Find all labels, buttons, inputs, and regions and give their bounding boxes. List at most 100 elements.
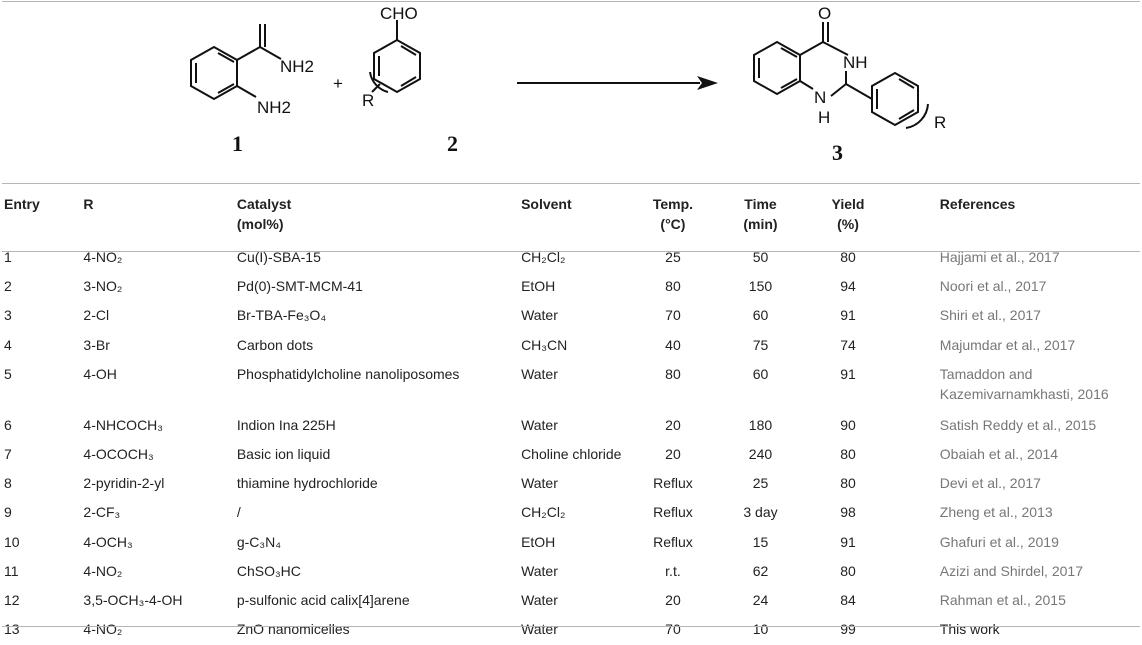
cell-temp: Reflux bbox=[653, 533, 693, 550]
cell-entry: 1 bbox=[4, 249, 12, 265]
cell-solvent: CH₂Cl₂ bbox=[521, 249, 566, 265]
cell-yield: 80 bbox=[840, 249, 856, 265]
cell-entry: 3 bbox=[4, 307, 12, 324]
cell-entry: 6 bbox=[4, 416, 12, 433]
cell-solvent: Water bbox=[521, 416, 558, 433]
top-rule bbox=[2, 1, 1140, 2]
cell-solvent: Water bbox=[521, 475, 558, 492]
c3-group-o: O bbox=[818, 4, 831, 23]
c1-group-nh2-bottom: NH2 bbox=[257, 98, 291, 117]
cell-time: 150 bbox=[748, 278, 773, 295]
header-solvent: Solvent bbox=[521, 196, 572, 212]
compound-1-structure bbox=[190, 24, 282, 101]
header-time: Time(min) bbox=[743, 196, 778, 232]
c3-group-n: N bbox=[814, 88, 826, 107]
cell-catalyst: Basic ion liquid bbox=[236, 445, 331, 462]
cell-r: 4-NO₂ bbox=[83, 249, 123, 265]
c3-group-nh: NH bbox=[843, 53, 868, 72]
cell-yield: 91 bbox=[840, 365, 856, 382]
compound-2-number: 2 bbox=[447, 131, 458, 156]
cell-time: 25 bbox=[752, 475, 769, 492]
cell-yield: 90 bbox=[840, 416, 856, 433]
cell-reference: Ghafuri et al., 2019 bbox=[939, 533, 1059, 550]
cell-reference: Shiri et al., 2017 bbox=[939, 307, 1041, 324]
cell-entry: 4 bbox=[4, 336, 12, 353]
cell-entry: 11 bbox=[4, 562, 19, 579]
cell-solvent: EtOH bbox=[521, 278, 556, 295]
cell-solvent: Water bbox=[521, 591, 558, 608]
cell-time: 15 bbox=[752, 533, 769, 550]
header-temp: Temp.(°C) bbox=[652, 196, 694, 232]
cell-entry: 9 bbox=[4, 504, 12, 521]
header-references: References bbox=[939, 196, 1016, 212]
cell-temp: 20 bbox=[665, 591, 681, 608]
cell-yield: 98 bbox=[840, 504, 856, 521]
cell-r: 2-pyridin-2-yl bbox=[83, 475, 165, 492]
cell-yield: 91 bbox=[840, 307, 856, 324]
cell-temp: 25 bbox=[665, 249, 681, 265]
cell-r: 3,5-OCH₃-4-OH bbox=[83, 591, 183, 608]
cell-entry: 5 bbox=[4, 365, 12, 382]
results-table: Entry R Catalyst(mol%) Solvent Temp.(°C)… bbox=[0, 186, 1140, 645]
cell-r: 4-OCH₃ bbox=[83, 533, 133, 550]
cell-time: 75 bbox=[752, 336, 769, 353]
cell-reference: Satish Reddy et al., 2015 bbox=[939, 416, 1097, 433]
cell-yield: 80 bbox=[840, 475, 856, 492]
cell-temp: 20 bbox=[665, 416, 681, 433]
cell-time: 240 bbox=[748, 445, 773, 462]
cell-time: 3 day bbox=[743, 504, 778, 521]
cell-entry: 7 bbox=[4, 445, 12, 462]
cell-temp: 70 bbox=[665, 307, 681, 324]
cell-solvent: CH₂Cl₂ bbox=[521, 504, 566, 521]
cell-catalyst: Br-TBA-Fe₃O₄ bbox=[236, 307, 327, 324]
cell-r: 2-Cl bbox=[83, 307, 110, 324]
cell-time: 62 bbox=[752, 562, 769, 579]
compound-3-structure bbox=[753, 22, 929, 129]
cell-temp: r.t. bbox=[665, 562, 681, 579]
cell-temp: 40 bbox=[665, 336, 681, 353]
cell-entry: 10 bbox=[4, 533, 20, 550]
cell-r: 2-CF₃ bbox=[83, 504, 121, 521]
cell-reference: Obaiah et al., 2014 bbox=[939, 445, 1059, 462]
cell-time: 24 bbox=[752, 591, 769, 608]
cell-catalyst: Carbon dots bbox=[236, 336, 314, 353]
cell-r: 4-NO₂ bbox=[83, 562, 123, 579]
scheme-table-rule bbox=[2, 183, 1140, 184]
cell-yield: 80 bbox=[840, 445, 856, 462]
cell-r: 4-NHCOCH₃ bbox=[83, 416, 163, 433]
compound-2-structure bbox=[369, 20, 421, 94]
c3-group-r: R bbox=[934, 113, 946, 132]
cell-solvent: Water bbox=[521, 562, 558, 579]
c1-group-nh2-top: NH2 bbox=[280, 57, 314, 76]
header-r: R bbox=[83, 196, 94, 212]
bottom-rule bbox=[2, 626, 1140, 627]
cell-reference: Rahman et al., 2015 bbox=[939, 591, 1066, 608]
cell-yield: 80 bbox=[840, 562, 856, 579]
cell-r: 3-Br bbox=[83, 336, 110, 353]
cell-temp: 80 bbox=[665, 278, 681, 295]
cell-catalyst: g-C₃N₄ bbox=[236, 533, 281, 550]
cell-solvent: Choline chloride bbox=[521, 445, 622, 462]
c2-group-r: R bbox=[362, 91, 374, 110]
cell-catalyst: ChSO₃HC bbox=[236, 562, 301, 579]
table-header-row: Entry R Catalyst(mol%) Solvent Temp.(°C)… bbox=[0, 186, 1140, 244]
cell-time: 50 bbox=[752, 249, 769, 265]
cell-yield: 94 bbox=[840, 278, 856, 295]
cell-catalyst: Pd(0)-SMT-MCM-41 bbox=[236, 278, 363, 295]
cell-reference: Majumdar et al., 2017 bbox=[939, 336, 1076, 353]
c3-group-h: H bbox=[818, 108, 830, 127]
arrow-head bbox=[697, 76, 718, 90]
header-yield: Yield(%) bbox=[831, 196, 865, 232]
cell-catalyst: p-sulfonic acid calix[4]arene bbox=[236, 591, 410, 608]
cell-solvent: CH₃CN bbox=[521, 336, 568, 353]
